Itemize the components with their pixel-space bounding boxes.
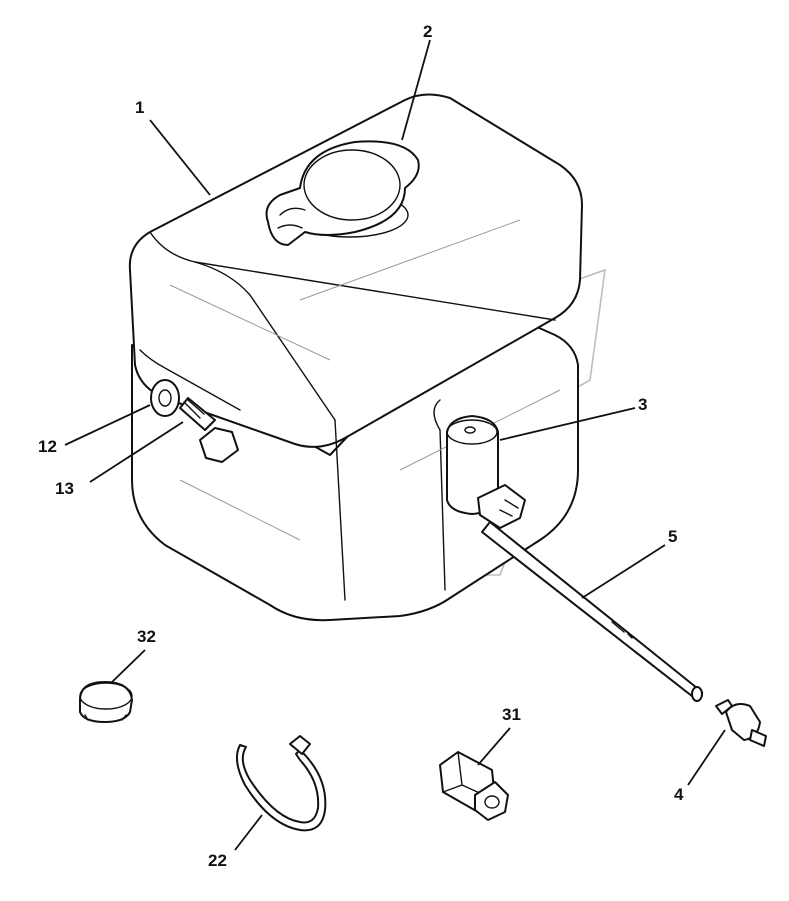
washer [150, 379, 180, 417]
washer-pump [446, 415, 526, 529]
callout-1: 1 [135, 98, 144, 117]
leader-22 [234, 814, 263, 851]
leader-2 [401, 39, 431, 141]
callout-31: 31 [502, 705, 521, 724]
leader-5 [581, 544, 666, 599]
leader-13 [89, 421, 184, 483]
electrical-connector [439, 751, 509, 821]
filler-cap [265, 140, 420, 246]
cable-tie [235, 735, 327, 832]
leader-32 [111, 649, 146, 683]
leader-12 [64, 404, 151, 446]
bolt [179, 397, 239, 463]
callout-5: 5 [668, 527, 677, 546]
reservoir-tank [128, 93, 583, 622]
callout-13: 13 [55, 479, 74, 498]
leader-3 [499, 407, 636, 441]
callout-22: 22 [208, 851, 227, 870]
leader-lines [64, 39, 726, 851]
callout-4: 4 [674, 785, 684, 804]
check-valve [715, 699, 767, 747]
callout-12: 12 [38, 437, 57, 456]
grommet-plug [79, 681, 133, 723]
callout-3: 3 [638, 395, 647, 414]
callout-32: 32 [137, 627, 156, 646]
washer-hose [481, 521, 704, 702]
leader-4 [687, 729, 726, 786]
leader-31 [477, 727, 511, 766]
leader-1 [149, 119, 211, 196]
callout-2: 2 [423, 22, 432, 41]
callout-labels: 1 2 3 5 12 13 32 22 31 4 [38, 22, 684, 870]
